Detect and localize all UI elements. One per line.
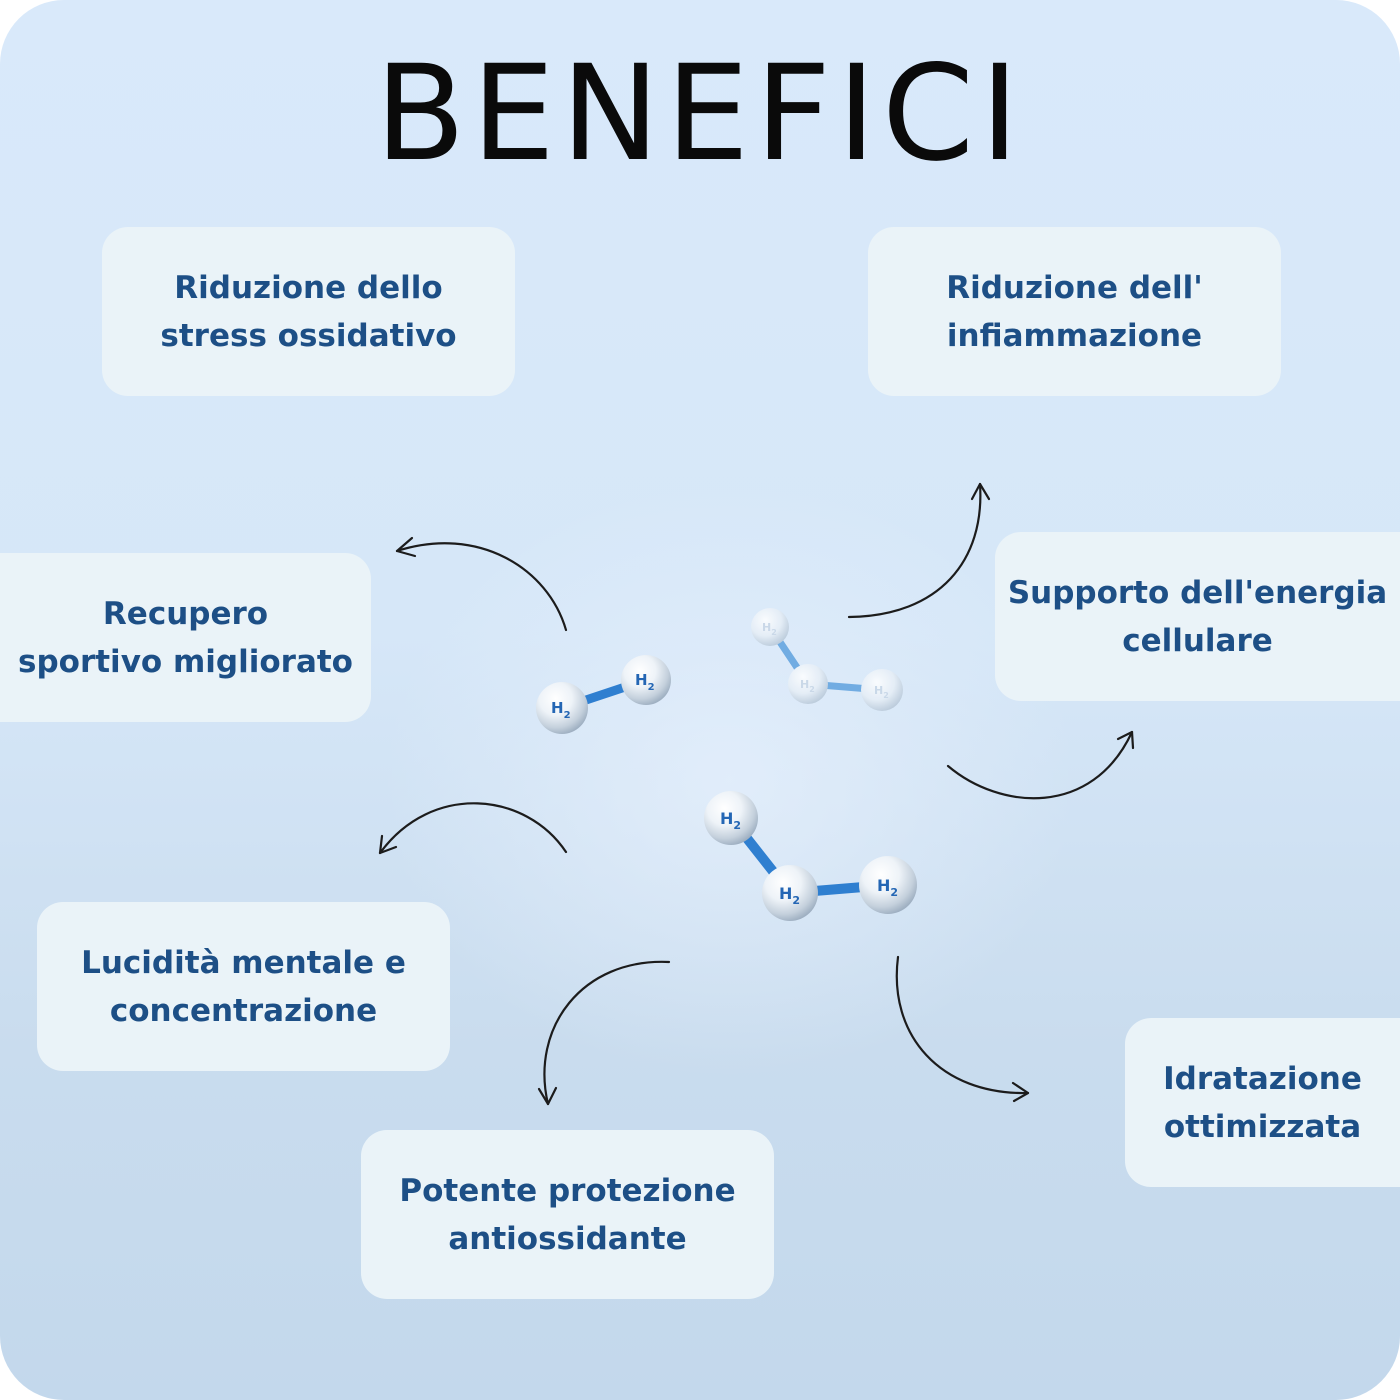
arrow-to-inflammation: [847, 482, 991, 619]
molecule-label: H: [800, 678, 809, 691]
benefit-card-sport-recovery: Recupero sportivo migliorato: [0, 553, 371, 722]
benefit-line: Recupero: [102, 595, 269, 632]
molecule-label: H: [874, 684, 883, 697]
svg-text:H2: H2: [874, 684, 889, 700]
molecule-subscript: 2: [771, 628, 777, 637]
benefit-card-mental-clarity: Lucidità mentale e concentrazione: [37, 902, 450, 1071]
h2-molecule-icon: H2 H2: [536, 655, 671, 734]
benefit-card-inflammation: Riduzione dell' infiammazione: [868, 227, 1281, 396]
molecule-label: H: [877, 876, 890, 895]
benefit-line: Idratazione: [1163, 1060, 1362, 1097]
benefit-line: Potente protezione: [399, 1172, 736, 1209]
h2-molecule-icon: H2 H2 H2: [704, 791, 917, 921]
benefit-line: stress ossidativo: [160, 317, 457, 354]
benefit-line: sportivo migliorato: [18, 643, 353, 680]
benefit-card-hydration: Idratazione ottimizzata: [1125, 1018, 1400, 1187]
svg-text:H2: H2: [762, 621, 777, 637]
arrow-to-mental-clarity: [378, 802, 568, 855]
arrow-to-cellular-energy: [946, 730, 1135, 800]
molecule-label: H: [551, 699, 564, 717]
benefit-line: Supporto dell'energia: [1007, 574, 1388, 611]
svg-text:H2: H2: [877, 876, 898, 899]
benefit-line: Lucidità mentale e: [81, 944, 406, 981]
benefit-line: antiossidante: [448, 1220, 687, 1257]
benefit-card-cellular-energy: Supporto dell'energia cellulare: [995, 532, 1400, 701]
benefit-line: ottimizzata: [1163, 1108, 1362, 1145]
molecule-label: H: [762, 621, 771, 634]
molecule-subscript: 2: [733, 819, 741, 832]
arrow-to-hydration: [895, 955, 1030, 1103]
benefit-line: cellulare: [1122, 622, 1273, 659]
background-glow: [380, 480, 1080, 1080]
molecule-subscript: 2: [564, 710, 571, 721]
arrow-to-antioxidant: [537, 960, 671, 1106]
molecule-label: H: [635, 671, 648, 689]
benefit-card-oxidative-stress: Riduzione dello stress ossidativo: [102, 227, 515, 396]
page-title: BENEFICI: [374, 37, 1026, 191]
benefit-line: Riduzione dello: [174, 269, 443, 306]
svg-text:H2: H2: [551, 699, 571, 721]
benefit-line: infiammazione: [946, 317, 1203, 354]
arrow-to-oxidative-stress: [395, 536, 568, 632]
molecule-subscript: 2: [883, 691, 889, 700]
benefit-card-antioxidant: Potente protezione antiossidante: [361, 1130, 774, 1299]
molecule-subscript: 2: [890, 886, 898, 899]
molecule-label: H: [779, 884, 792, 903]
benefit-line: concentrazione: [109, 992, 378, 1029]
molecule-label: H: [720, 809, 733, 828]
molecule-subscript: 2: [648, 682, 655, 693]
h2-molecule-icon: H2 H2 H2: [751, 608, 903, 711]
molecule-subscript: 2: [809, 685, 815, 694]
svg-text:H2: H2: [800, 678, 815, 694]
svg-text:H2: H2: [779, 884, 800, 907]
svg-text:H2: H2: [720, 809, 741, 832]
svg-text:H2: H2: [635, 671, 655, 693]
benefit-line: Riduzione dell': [946, 269, 1203, 306]
molecule-subscript: 2: [792, 894, 800, 907]
